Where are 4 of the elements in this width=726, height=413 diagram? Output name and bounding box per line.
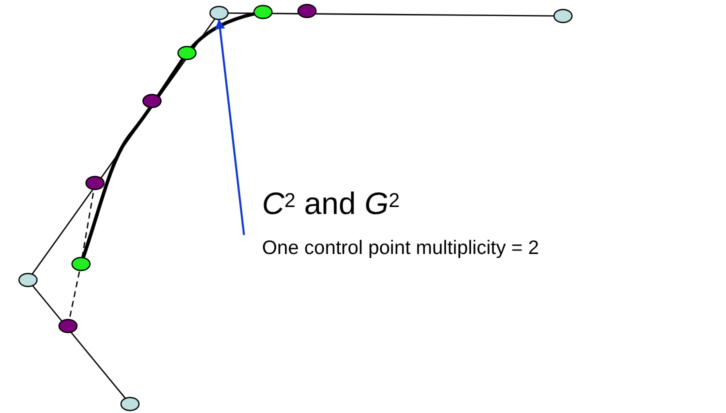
heading-text: C$^{2}$ and G$^{2}$ bbox=[262, 186, 400, 222]
control-point bbox=[209, 6, 229, 20]
note-text: One control point multiplicity = 2 bbox=[262, 236, 539, 260]
arrow bbox=[215, 19, 245, 236]
